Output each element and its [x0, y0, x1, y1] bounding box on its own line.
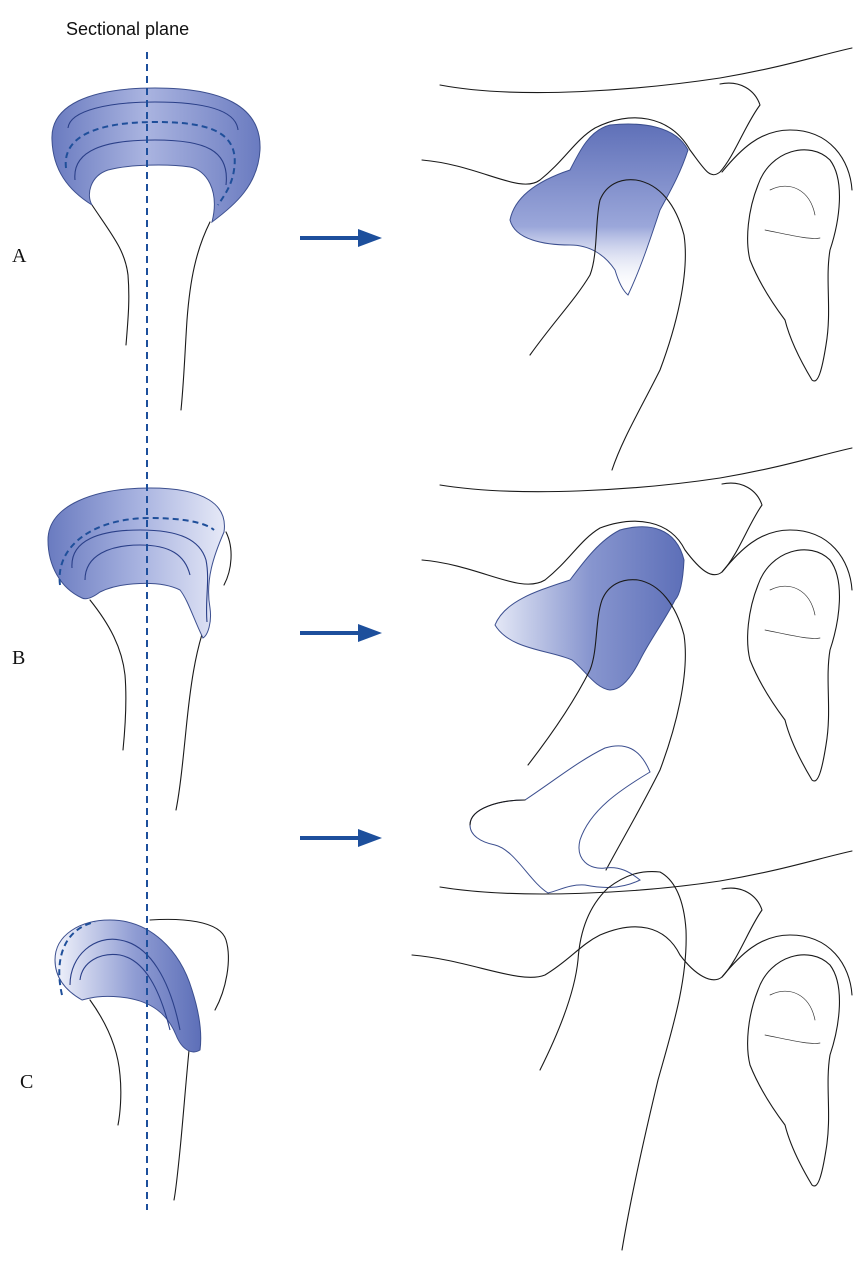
arrow-icon-a: [300, 229, 382, 247]
arrow-icon-b: [300, 624, 382, 642]
panel-label-c: C: [20, 1071, 33, 1093]
condyle-c: [55, 919, 228, 1200]
panel-label-b: B: [12, 647, 25, 669]
arrow-icon-c: [300, 829, 382, 847]
sagittal-section-a: [422, 48, 852, 470]
sagittal-section-c: [412, 746, 852, 1250]
condyle-a: [52, 88, 260, 410]
condyle-b: [48, 488, 231, 810]
panel-label-a: A: [12, 245, 27, 267]
sectional-plane-label: Sectional plane: [66, 19, 189, 39]
